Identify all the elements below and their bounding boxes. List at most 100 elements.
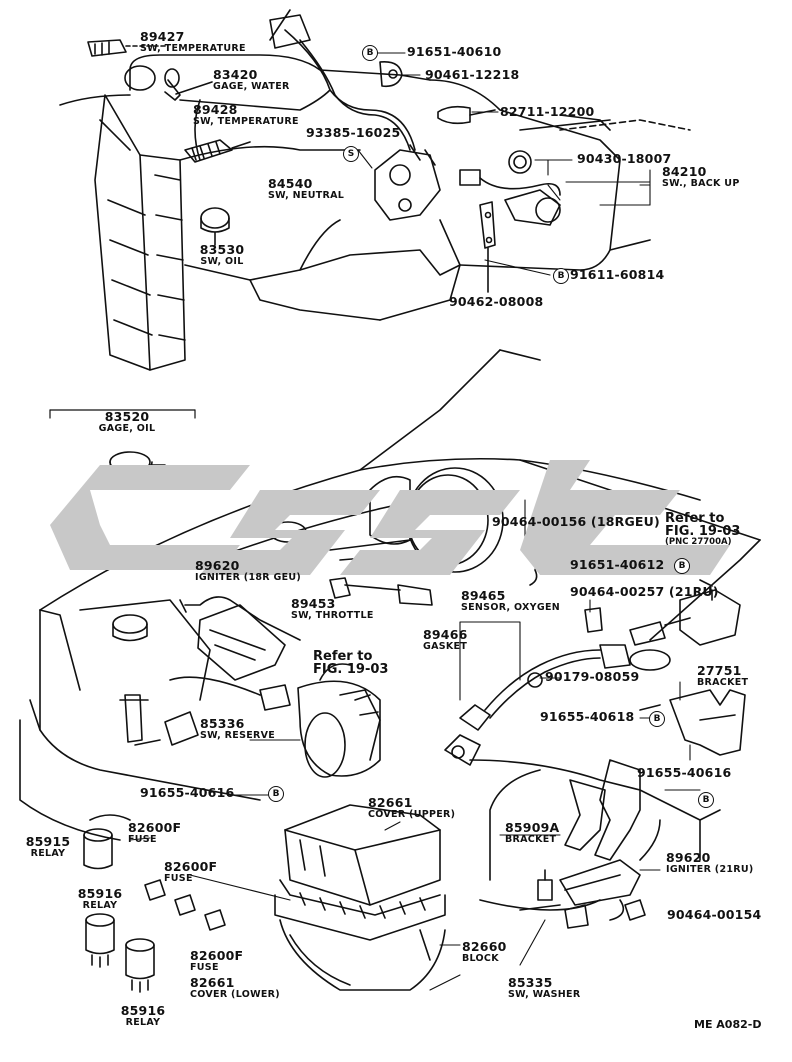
b-mark-4: B <box>649 711 665 727</box>
part-label-85909a: 85909A BRACKET <box>505 820 560 845</box>
part-label-84540: 84540 SW, NEUTRAL <box>268 176 345 201</box>
part-description: COVER (UPPER) <box>368 808 456 820</box>
engine-block-drawing <box>59 54 691 321</box>
b-mark-3: B <box>674 558 690 574</box>
part-number-91655-40618: 91655-40618 <box>540 709 635 724</box>
part-number: 89620 <box>666 850 711 865</box>
b-mark-6: B <box>698 792 714 808</box>
part-description: RELAY <box>125 1016 161 1028</box>
relay-fuse-parts-drawing <box>83 828 226 993</box>
part-label-84210: 84210 SW., BACK UP <box>662 164 740 189</box>
top-parts-drawing <box>87 9 561 293</box>
part-description: SW., BACK UP <box>662 177 740 189</box>
part-number: 89427 <box>140 29 185 44</box>
part-number: 89465 <box>461 588 506 603</box>
figure-reference-center: Refer to FIG. 19-03 <box>313 650 388 676</box>
part-number-90464-00257: 90464-00257 (21RU) <box>570 584 719 599</box>
part-label-82661-lower: 82661 COVER (LOWER) <box>190 975 280 999</box>
part-number: 89466 <box>423 627 468 642</box>
part-label-89620-21ru: 89620 IGNITER (21RU) <box>666 850 754 875</box>
oxygen-sensor-drawing <box>444 644 671 766</box>
part-description: GAGE, WATER <box>213 80 290 92</box>
part-number: 85335 <box>508 975 553 990</box>
part-number: 85915 <box>25 834 71 849</box>
part-number: 89453 <box>291 596 336 611</box>
part-label-89427: 89427 SW, TEMPERATURE <box>140 29 246 54</box>
part-number: 83420 <box>213 67 258 82</box>
part-number-91651-40610: 91651-40610 <box>407 44 502 59</box>
part-number: 84540 <box>268 176 313 191</box>
part-number: 89620 <box>195 558 240 573</box>
part-description: SENSOR, OXYGEN <box>461 601 560 613</box>
s-mark-1: S <box>343 146 359 162</box>
part-label-82661-upper: 82661 COVER (UPPER) <box>368 796 456 820</box>
b-mark-1: B <box>362 45 378 61</box>
part-number: 85916 <box>120 1003 166 1018</box>
part-label-82660: 82660 BLOCK <box>462 939 507 963</box>
part-description: SW, WASHER <box>508 988 581 1000</box>
b-mark-5: B <box>268 786 284 802</box>
part-label-83530: 83530 SW, OIL <box>200 243 245 267</box>
part-description: IGNITER (21RU) <box>666 863 754 875</box>
part-number-91651-40612: 91651-40612 <box>570 557 665 572</box>
reservoir-tank-drawing <box>79 599 211 701</box>
watermark-logo <box>50 460 730 575</box>
part-number: 85916 <box>77 886 123 901</box>
b-mark-2: B <box>553 268 569 284</box>
part-description: SW, THROTTLE <box>291 609 374 621</box>
part-label-27751: 27751 BRACKET <box>697 663 749 688</box>
part-description: GAGE, OIL <box>98 422 156 434</box>
part-label-85335: 85335 SW, WASHER <box>508 975 581 1000</box>
fuse-block-drawing <box>274 804 446 991</box>
part-label-83420: 83420 GAGE, WATER <box>213 67 290 92</box>
part-label-85915: 85915 RELAY <box>25 834 71 859</box>
reference-pnc: (PNC 27700A) <box>665 537 732 547</box>
part-number: 82600F <box>190 948 244 963</box>
part-description: SW, TEMPERATURE <box>140 42 246 54</box>
part-description: SW, RESERVE <box>200 729 276 741</box>
engine-parts-drawing <box>119 577 433 778</box>
part-number-90462-08008: 90462-08008 <box>449 294 544 309</box>
reference-figure: FIG. 19-03 <box>665 524 741 539</box>
part-number: 83520 <box>104 409 150 424</box>
part-number-90464-00156: 90464-00156 (18RGEU) <box>492 514 660 529</box>
part-description: BRACKET <box>697 676 749 688</box>
part-number: 82661 <box>190 975 235 990</box>
part-number: 85909A <box>505 820 560 835</box>
part-description: FUSE <box>190 961 219 973</box>
right-lower-bracket-drawing <box>519 759 661 929</box>
part-number-93385-16025: 93385-16025 <box>306 125 401 140</box>
radiator-drawing <box>94 94 186 371</box>
part-label-89466: 89466 GASKET <box>423 627 468 651</box>
figure-reference-right: Refer to FIG. 19-03 (PNC 27700A) <box>665 512 740 547</box>
part-label-83520: 83520 GAGE, OIL <box>98 409 156 434</box>
part-label-82600f-2: 82600F FUSE <box>164 859 218 884</box>
part-description: FUSE <box>164 872 193 884</box>
part-description: BRACKET <box>505 833 557 845</box>
part-number-91655-40616-right: 91655-40616 <box>637 765 732 780</box>
part-number: 82600F <box>128 820 182 835</box>
part-label-89465: 89465 SENSOR, OXYGEN <box>461 588 560 613</box>
part-number-91655-40616-left: 91655-40616 <box>140 785 235 800</box>
top-leader-lines <box>357 52 651 276</box>
part-number: 82600F <box>164 859 218 874</box>
part-label-89428: 89428 SW, TEMPERATURE <box>193 103 299 126</box>
part-description: RELAY <box>30 847 66 859</box>
part-number: 27751 <box>697 663 742 678</box>
part-number-91611-60814: 91611-60814 <box>570 267 665 282</box>
part-description: SW, NEUTRAL <box>268 189 345 201</box>
part-label-85916-a: 85916 RELAY <box>77 886 123 910</box>
part-number: 84210 <box>662 164 707 179</box>
figure-code: ME A082-D <box>694 1018 762 1031</box>
part-number-90179-08059: 90179-08059 <box>545 669 640 684</box>
part-label-82600f-1: 82600F FUSE <box>128 820 182 844</box>
reference-figure: FIG. 19-03 <box>313 662 389 677</box>
part-number: 82660 <box>462 939 507 954</box>
part-number-82711-12200: 82711-12200 <box>500 104 595 119</box>
reference-line: Refer to <box>665 511 725 526</box>
part-description: SW, OIL <box>200 255 244 267</box>
part-description: IGNITER (18R GEU) <box>195 571 302 583</box>
part-number-90461-12218: 90461-12218 <box>425 67 520 82</box>
